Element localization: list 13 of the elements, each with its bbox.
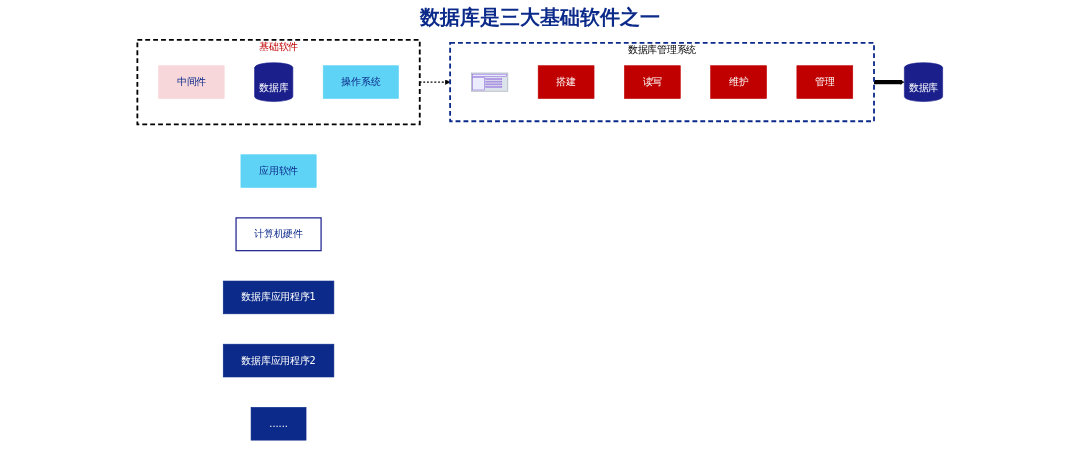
node-box: 中间件: [158, 65, 225, 99]
node-box: 操作系统: [322, 65, 399, 99]
node-box: 搭建: [537, 65, 595, 99]
node-box: 应用软件: [240, 154, 317, 188]
node-box: ......: [250, 407, 307, 441]
node-box: 数据库应用程序1: [222, 280, 335, 315]
arrow: [874, 79, 905, 85]
node-box: 读写: [624, 65, 681, 99]
node-box: 计算机硬件: [235, 217, 322, 252]
diagram-title: 数据库是三大基础软件之一: [419, 4, 661, 31]
node-box: 管理: [796, 65, 854, 99]
node-box: 维护: [710, 65, 767, 99]
node-box: 数据库应用程序2: [222, 343, 335, 378]
